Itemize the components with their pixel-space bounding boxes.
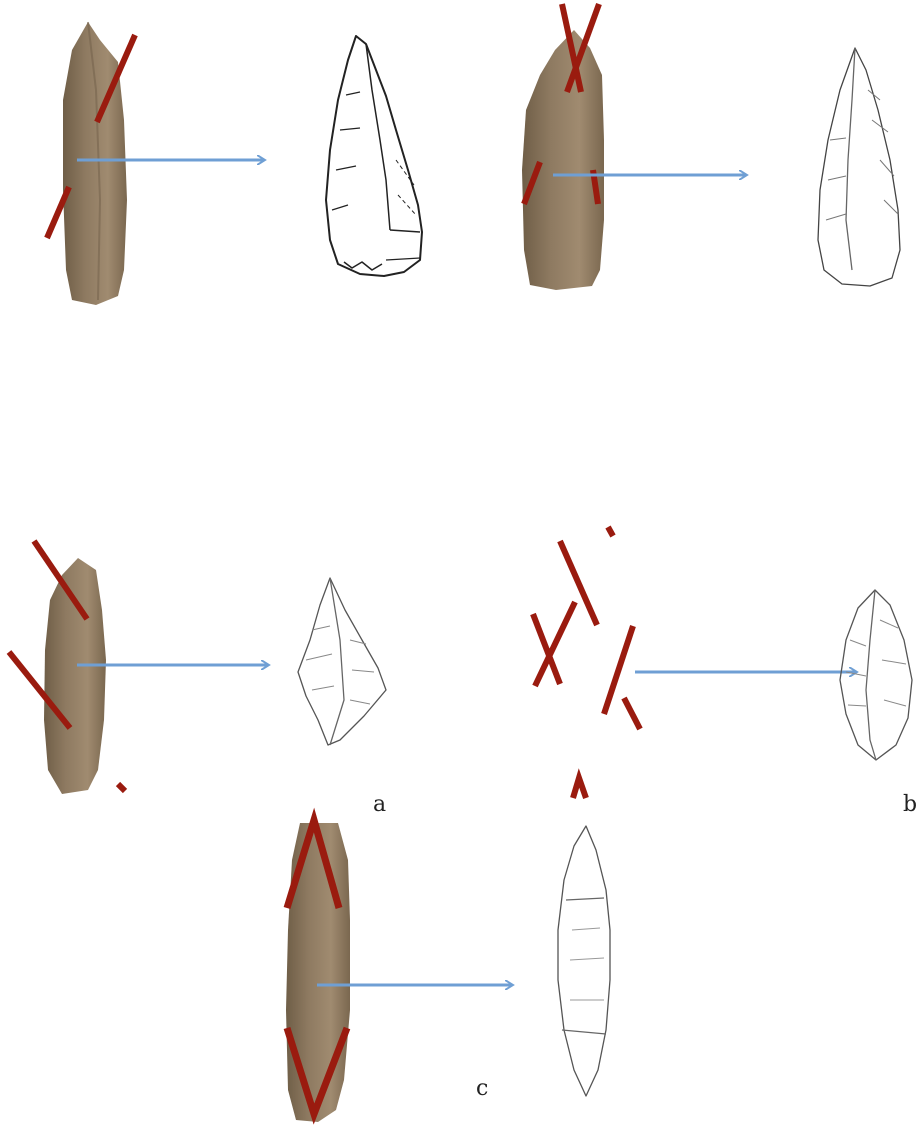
panel-1 [47, 22, 422, 305]
panel-label-a: a [373, 794, 386, 816]
panel-c [286, 820, 610, 1122]
panel-label-c: c [476, 1078, 488, 1100]
panel-b [533, 527, 912, 798]
cut-line-b2 [608, 527, 613, 536]
drawing-1 [326, 36, 422, 276]
drawing-a [298, 578, 386, 745]
panel-2 [522, 4, 900, 290]
blade-photo-a [44, 558, 106, 794]
cut-line-b1 [560, 541, 597, 625]
drawing-c [558, 826, 610, 1096]
cut-line-b4 [533, 614, 560, 684]
cut-line-a3 [118, 784, 125, 791]
cut-mark-b7 [573, 778, 586, 798]
drawing-b [840, 590, 912, 760]
panel-label-b: b [903, 794, 917, 816]
cut-line-b6 [624, 698, 640, 729]
panel-a [9, 541, 386, 794]
blade-photo-2 [522, 30, 604, 290]
blade-photo-c [286, 823, 350, 1122]
blade-photo-1 [63, 22, 127, 305]
drawing-2 [818, 48, 900, 286]
